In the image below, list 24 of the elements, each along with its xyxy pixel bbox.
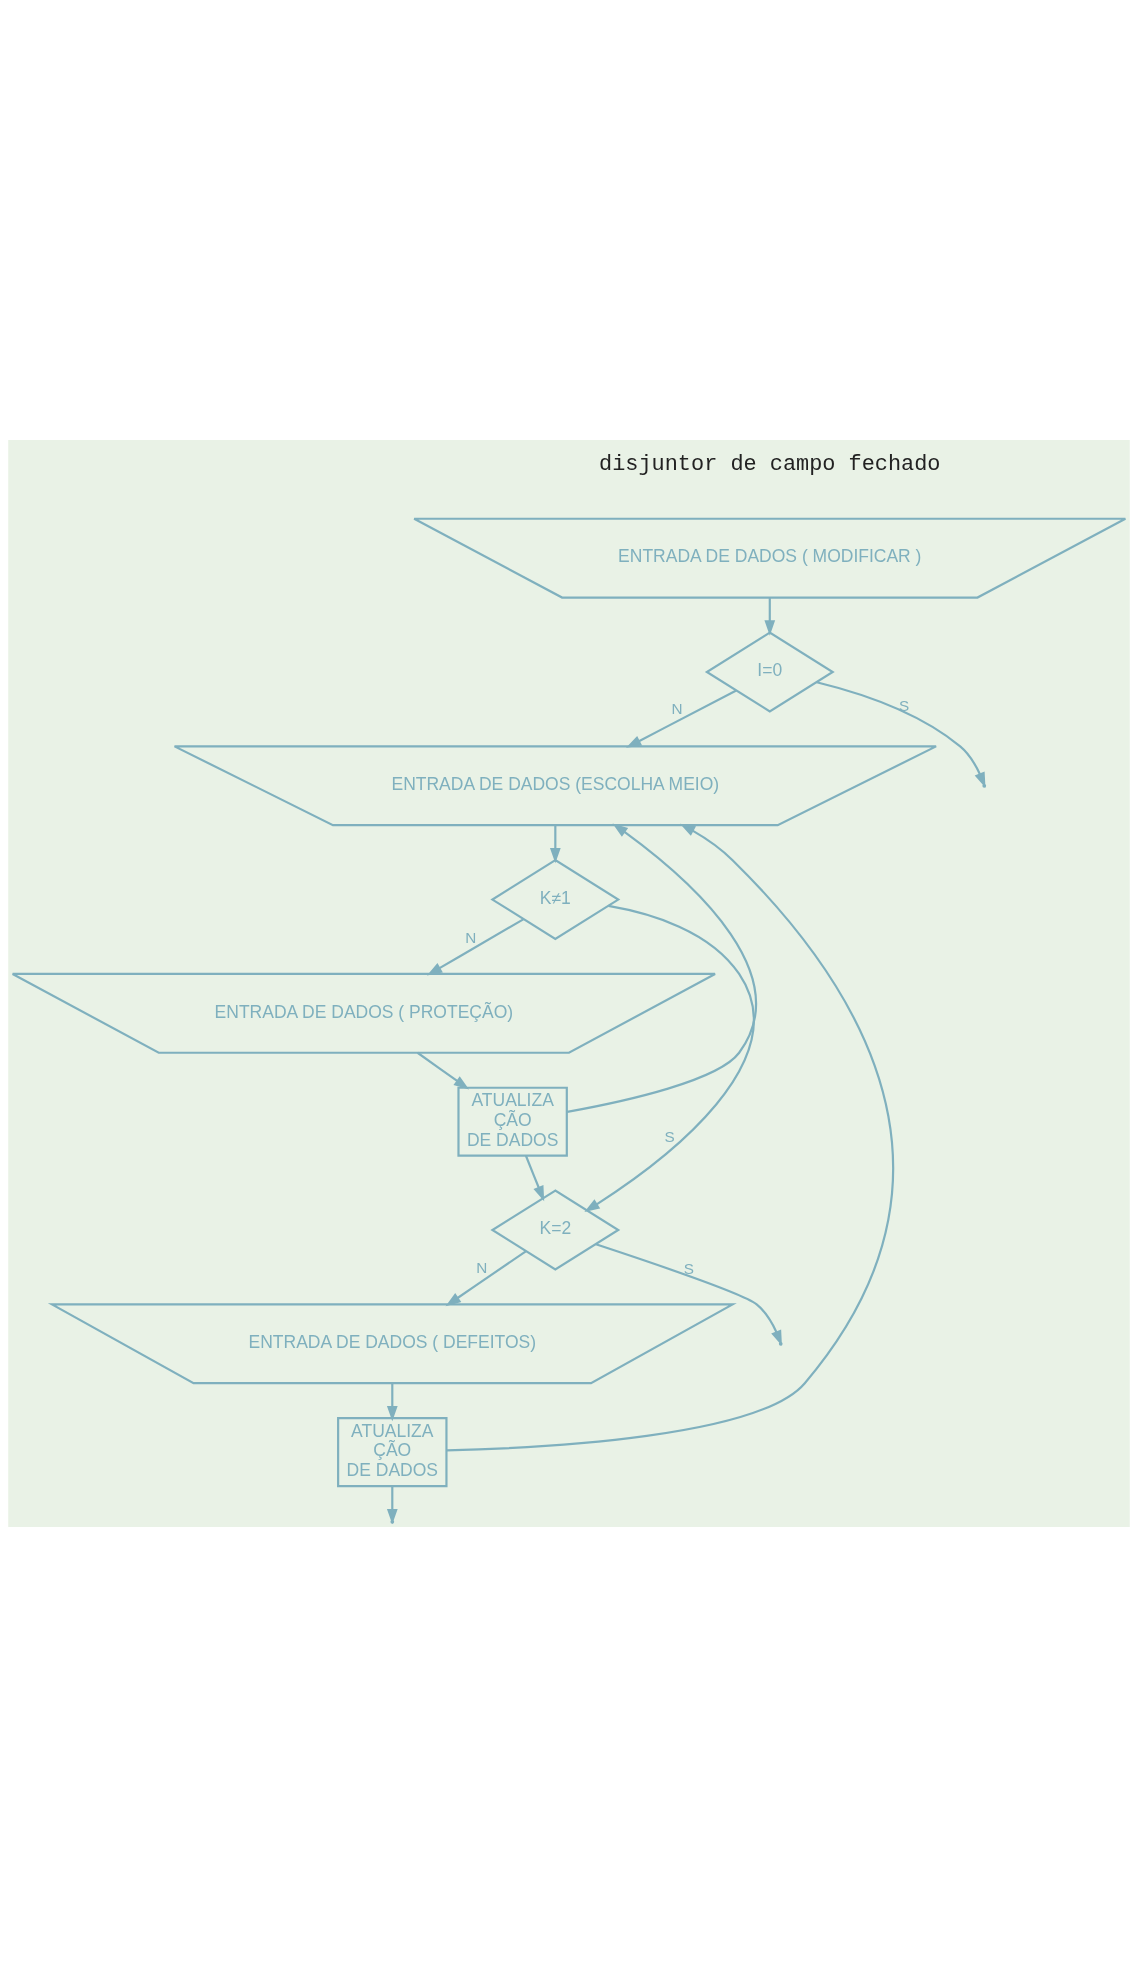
edge-label: N xyxy=(671,700,683,718)
node-diamond: I=0 xyxy=(704,631,835,713)
arrow xyxy=(764,597,776,636)
arrow xyxy=(386,1383,398,1422)
arrow xyxy=(567,823,757,1113)
node-diamond: K=2 xyxy=(490,1189,621,1271)
arrow xyxy=(584,904,755,1213)
arrow xyxy=(426,918,524,976)
edge-label: S xyxy=(683,1259,694,1277)
node-box: ATUALIZA ÇÃO DE DADOS xyxy=(337,1417,448,1488)
node-box: ATUALIZA ÇÃO DE DADOS xyxy=(457,1086,568,1157)
edge-label: N xyxy=(476,1259,488,1277)
arrow xyxy=(446,823,894,1452)
arrow xyxy=(626,689,737,748)
edge-label: N xyxy=(465,928,477,946)
arrow xyxy=(549,825,561,864)
arrow xyxy=(524,1155,545,1202)
node-diamond: K≠1 xyxy=(490,858,621,941)
arrow xyxy=(445,1250,527,1307)
arrow xyxy=(816,681,986,788)
arrow xyxy=(416,1051,470,1090)
edge-label: S xyxy=(899,696,910,714)
edge-label: S xyxy=(664,1127,675,1145)
label: disjuntor de campo fechado xyxy=(599,451,941,477)
